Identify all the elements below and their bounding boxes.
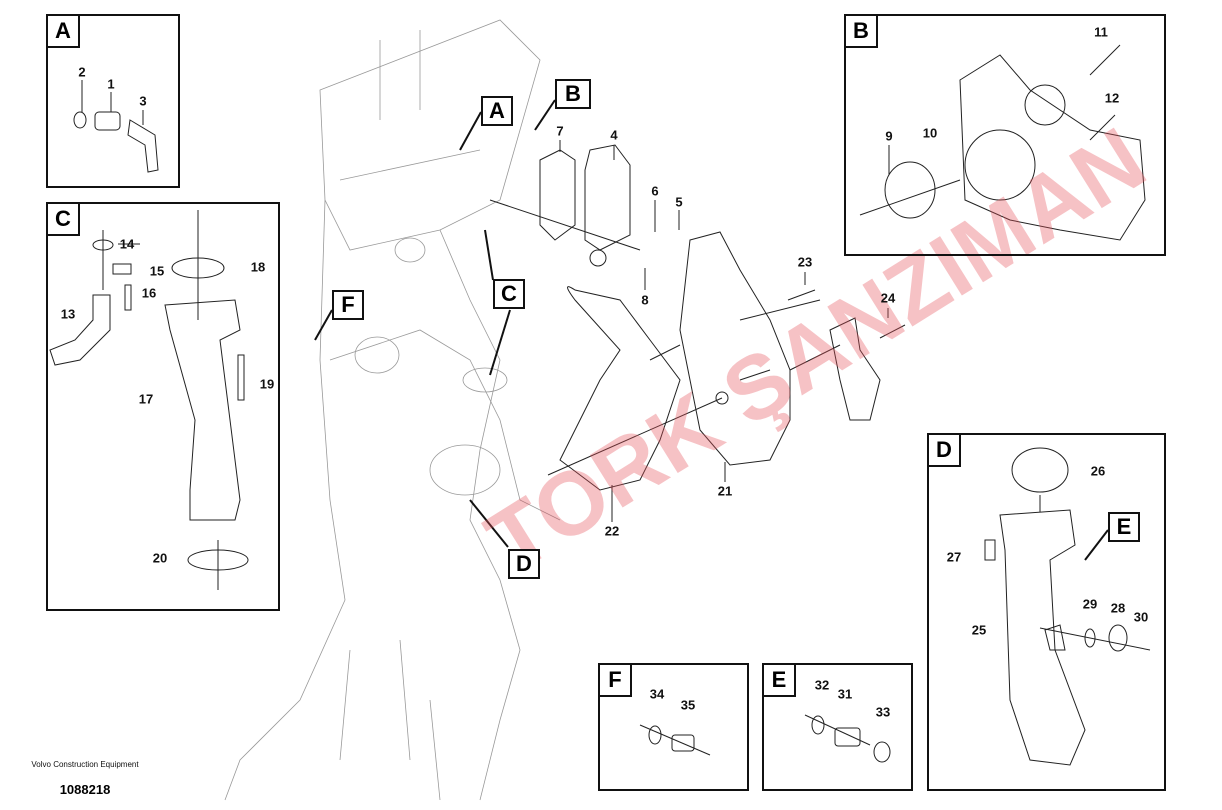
inset-f-parts (639, 724, 711, 756)
inset-label-e: E (764, 665, 796, 697)
part-number: 21 (717, 483, 733, 499)
inset-d-parts (984, 447, 1151, 766)
inset-c-parts (49, 210, 249, 590)
inset-e: E (762, 663, 913, 791)
part-number: 6 (651, 183, 659, 199)
part-number: 17 (138, 391, 154, 407)
part-number: 11 (1094, 24, 1108, 40)
part-number: 34 (649, 686, 665, 702)
part-number: 25 (971, 622, 987, 638)
engine-block (224, 19, 561, 801)
part-number: 5 (675, 194, 683, 210)
part-number: 22 (604, 523, 620, 539)
part-number: 33 (875, 704, 891, 720)
part-number: 26 (1090, 463, 1106, 479)
inset-label-a: A (48, 16, 80, 48)
part-number: 2 (78, 64, 86, 80)
part-number: 15 (149, 263, 165, 279)
part-number: 24 (880, 290, 896, 306)
callout-pointers (314, 99, 1109, 561)
callout-f: F (332, 290, 364, 320)
part-number: 30 (1133, 609, 1149, 625)
part-number: 20 (152, 550, 168, 566)
part-number: 10 (922, 125, 938, 141)
leader-lines (489, 140, 889, 522)
part-number: 1 (107, 76, 115, 92)
part-number: 9 (885, 128, 893, 144)
part-number: 14 (119, 236, 135, 252)
part-number: 4 (610, 127, 618, 143)
inset-b-parts (859, 44, 1146, 241)
inset-f: F (598, 663, 749, 791)
part-number: 16 (141, 285, 157, 301)
part-number: 32 (814, 677, 830, 693)
document-number: 1088218 (59, 782, 111, 797)
callout-d: D (508, 549, 540, 579)
water-pump-parts (539, 144, 906, 491)
inset-c: C (46, 202, 280, 611)
inset-label-c: C (48, 204, 80, 236)
part-number: 28 (1110, 600, 1126, 616)
inset-label-b: B (846, 16, 878, 48)
part-number: 13 (60, 306, 76, 322)
part-number: 18 (250, 259, 266, 275)
part-number: 12 (1104, 90, 1120, 106)
callout-a: A (481, 96, 513, 126)
part-number: 19 (259, 376, 275, 392)
inset-a-parts (73, 80, 159, 173)
inset-e-parts (804, 714, 891, 763)
part-number: 31 (837, 686, 853, 702)
inset-b: B (844, 14, 1166, 256)
part-number: 29 (1082, 596, 1098, 612)
part-number: 35 (680, 697, 696, 713)
publisher-label: Volvo Construction Equipment (31, 760, 139, 769)
callout-e: E (1108, 512, 1140, 542)
inset-label-f: F (600, 665, 632, 697)
callout-b: B (555, 79, 591, 109)
part-number: 23 (797, 254, 813, 270)
inset-a: A (46, 14, 180, 188)
part-number: 27 (946, 549, 962, 565)
part-number: 8 (641, 292, 649, 308)
callout-c: C (493, 279, 525, 309)
inset-d: D (927, 433, 1166, 791)
part-number: 3 (139, 93, 147, 109)
inset-label-d: D (929, 435, 961, 467)
part-number: 7 (556, 123, 564, 139)
